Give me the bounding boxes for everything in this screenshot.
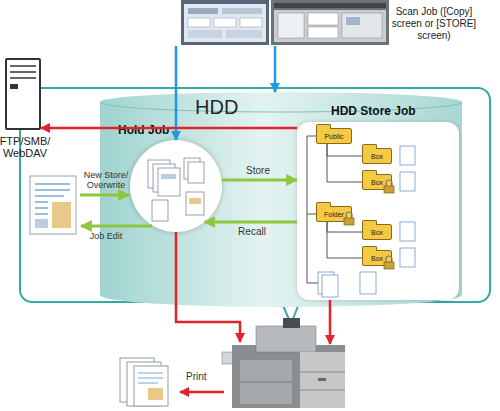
annotation-label: Print xyxy=(186,371,207,382)
screenshot xyxy=(181,0,269,45)
folder-tree-lines xyxy=(307,136,318,283)
folder-label: Public xyxy=(317,129,351,144)
server-icon: FTP/SMB/ WebDAV xyxy=(5,58,41,130)
node-title: Hold Job xyxy=(118,123,169,137)
node-title: HDD Store Job xyxy=(331,104,416,118)
flow-arrow xyxy=(175,46,178,140)
folder-icon: Folder xyxy=(316,206,352,222)
box-label: Box xyxy=(363,175,391,190)
server-label: FTP/SMB/ WebDAV xyxy=(0,135,54,159)
box-icon: Box xyxy=(362,224,392,240)
server-slots xyxy=(10,66,36,89)
hdd-cylinder: HDDHold JobHDD Store JobPublicBoxBoxFold… xyxy=(100,92,462,307)
padlock xyxy=(344,180,394,269)
scan-job-screens: Scan Job ([Copy] screen or [STORE] scree… xyxy=(172,0,480,46)
annotation-label: Job Edit xyxy=(82,231,130,241)
held-documents xyxy=(148,158,204,221)
flow-arrow xyxy=(80,195,330,392)
hdd-frame xyxy=(20,88,490,324)
store-job-panel: HDD Store JobPublicBoxBoxFolderBoxBox xyxy=(297,122,459,300)
hold-job-circle: Hold Job xyxy=(130,140,222,232)
printed-pages xyxy=(120,358,168,406)
edge-label: Store xyxy=(246,165,270,176)
flow-arrow xyxy=(274,46,277,92)
caption-label: Scan Job ([Copy] screen or [STORE] scree… xyxy=(390,6,478,42)
printer xyxy=(222,318,345,408)
folder-label: Folder xyxy=(317,207,351,222)
stored-documents xyxy=(318,146,415,297)
box-icon: Box xyxy=(362,174,392,190)
flow-arrow xyxy=(205,221,297,224)
tree-connector xyxy=(327,144,362,182)
flow-arrow xyxy=(41,127,297,130)
tree-connector xyxy=(327,222,362,232)
edge-label: Recall xyxy=(238,226,266,237)
box-icon: Box xyxy=(362,148,392,164)
box-icon: Box xyxy=(362,250,392,266)
folder-icon: Public xyxy=(316,128,352,144)
document-icon xyxy=(30,176,76,234)
tree-connector xyxy=(327,222,362,258)
annotation-label: New Store/ Overwrite xyxy=(80,170,132,190)
tree-connector xyxy=(327,144,362,156)
box-label: Box xyxy=(363,251,391,266)
hdd-label: HDD xyxy=(195,96,238,119)
box-label: Box xyxy=(363,149,391,164)
flow-arrow xyxy=(222,179,297,182)
screenshot xyxy=(271,0,389,45)
box-label: Box xyxy=(363,225,391,240)
